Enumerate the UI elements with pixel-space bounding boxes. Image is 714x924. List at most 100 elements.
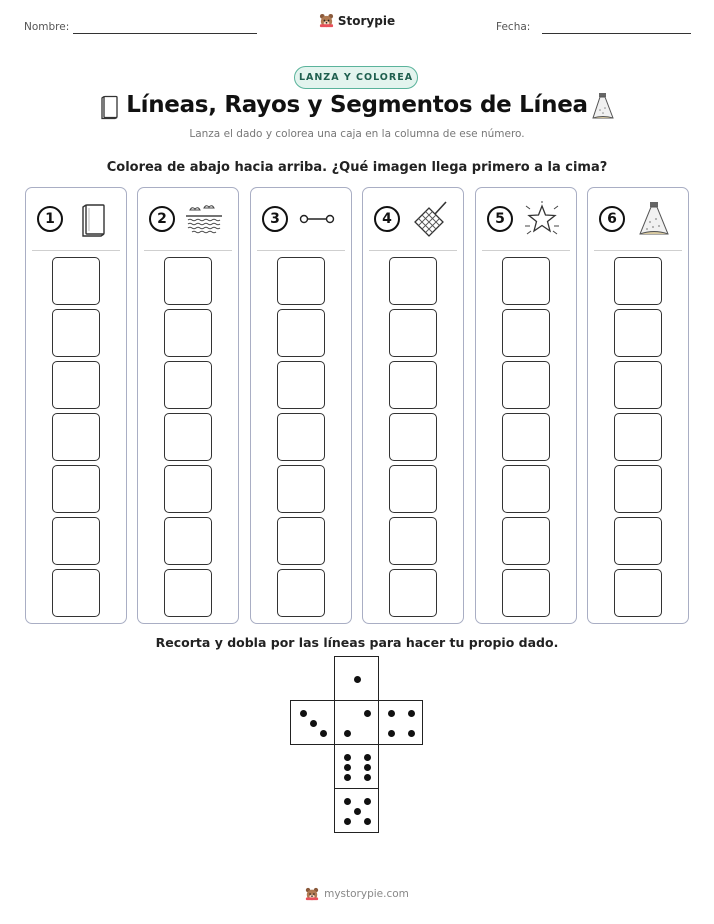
color-box[interactable] (52, 309, 100, 357)
sparkle-star-icon (525, 201, 559, 235)
color-box[interactable] (164, 361, 212, 409)
color-box[interactable] (389, 361, 437, 409)
color-box[interactable] (502, 413, 550, 461)
color-box[interactable] (277, 413, 325, 461)
column-5: 5 (475, 187, 577, 624)
color-box[interactable] (502, 569, 550, 617)
die-pip (364, 754, 371, 761)
color-box[interactable] (502, 309, 550, 357)
color-box[interactable] (164, 257, 212, 305)
die-pip (364, 774, 371, 781)
color-box[interactable] (52, 517, 100, 565)
column-divider (257, 250, 345, 251)
column-header: 6 (588, 188, 688, 250)
color-box[interactable] (164, 309, 212, 357)
color-box[interactable] (277, 309, 325, 357)
column-number: 5 (487, 206, 513, 232)
name-line[interactable] (73, 33, 257, 34)
horizon-sea-icon (186, 205, 222, 234)
column-number: 6 (599, 206, 625, 232)
color-box[interactable] (52, 257, 100, 305)
die-pip (344, 764, 351, 771)
column-divider (369, 250, 457, 251)
color-box[interactable] (614, 517, 662, 565)
die-pip (364, 764, 371, 771)
die-face-five (334, 788, 379, 833)
column-number: 2 (149, 206, 175, 232)
color-box[interactable] (389, 517, 437, 565)
color-box[interactable] (277, 517, 325, 565)
name-label: Nombre: (24, 21, 70, 33)
column-divider (32, 250, 120, 251)
die-pip (388, 730, 395, 737)
spotlight-beam-icon (639, 202, 669, 235)
color-box[interactable] (502, 361, 550, 409)
color-box[interactable] (614, 309, 662, 357)
column-number: 1 (37, 206, 63, 232)
net-grid-icon (414, 201, 447, 237)
color-box[interactable] (164, 413, 212, 461)
brand: Storypie (0, 13, 714, 28)
die-pip (364, 798, 371, 805)
date-label: Fecha: (496, 21, 531, 33)
color-box[interactable] (52, 413, 100, 461)
color-box[interactable] (277, 569, 325, 617)
color-box[interactable] (52, 569, 100, 617)
column-header: 1 (26, 188, 126, 250)
activity-badge: LANZA Y COLOREA (294, 66, 418, 89)
cut-instruction: Recorta y dobla por las líneas para hace… (155, 635, 559, 650)
die-face-one (334, 656, 379, 701)
color-box[interactable] (277, 361, 325, 409)
instruction: Colorea de abajo hacia arriba. ¿Qué imag… (106, 160, 608, 175)
die-pip (408, 710, 415, 717)
color-box[interactable] (502, 517, 550, 565)
color-box[interactable] (52, 465, 100, 513)
color-box[interactable] (614, 465, 662, 513)
color-box[interactable] (614, 413, 662, 461)
color-box[interactable] (389, 465, 437, 513)
die-pip (388, 710, 395, 717)
die-face-three (290, 700, 335, 745)
column-header: 5 (476, 188, 576, 250)
color-box[interactable] (164, 517, 212, 565)
die-face-two (334, 700, 379, 745)
color-box[interactable] (164, 569, 212, 617)
color-box[interactable] (614, 257, 662, 305)
die-pip (344, 754, 351, 761)
color-box[interactable] (52, 361, 100, 409)
color-box[interactable] (614, 361, 662, 409)
die-pip (300, 710, 307, 717)
color-box[interactable] (389, 413, 437, 461)
color-box[interactable] (502, 465, 550, 513)
color-box[interactable] (502, 257, 550, 305)
bear-logo-icon (319, 13, 333, 28)
book-icon (101, 95, 118, 120)
color-box[interactable] (389, 569, 437, 617)
column-4: 4 (362, 187, 464, 624)
column-2: 2 (137, 187, 239, 624)
column-number: 4 (374, 206, 400, 232)
color-box[interactable] (389, 309, 437, 357)
footer: mystorypie.com (0, 887, 714, 901)
line-segment-icon (299, 214, 335, 224)
column-header: 4 (363, 188, 463, 250)
footer-url[interactable]: mystorypie.com (324, 888, 409, 900)
die-pip (364, 710, 371, 717)
die-pip (344, 818, 351, 825)
column-divider (594, 250, 682, 251)
date-line[interactable] (542, 33, 691, 34)
die-pip (344, 798, 351, 805)
die-pip (354, 808, 361, 815)
column-6: 6 (587, 187, 689, 624)
color-box[interactable] (614, 569, 662, 617)
bear-logo-icon (305, 887, 319, 901)
color-box[interactable] (389, 257, 437, 305)
column-number: 3 (262, 206, 288, 232)
color-box[interactable] (277, 465, 325, 513)
die-pip (408, 730, 415, 737)
die-pip (320, 730, 327, 737)
color-box[interactable] (277, 257, 325, 305)
color-box[interactable] (164, 465, 212, 513)
page-title: Líneas, Rayos y Segmentos de Línea (126, 92, 588, 118)
column-header: 3 (251, 188, 351, 250)
